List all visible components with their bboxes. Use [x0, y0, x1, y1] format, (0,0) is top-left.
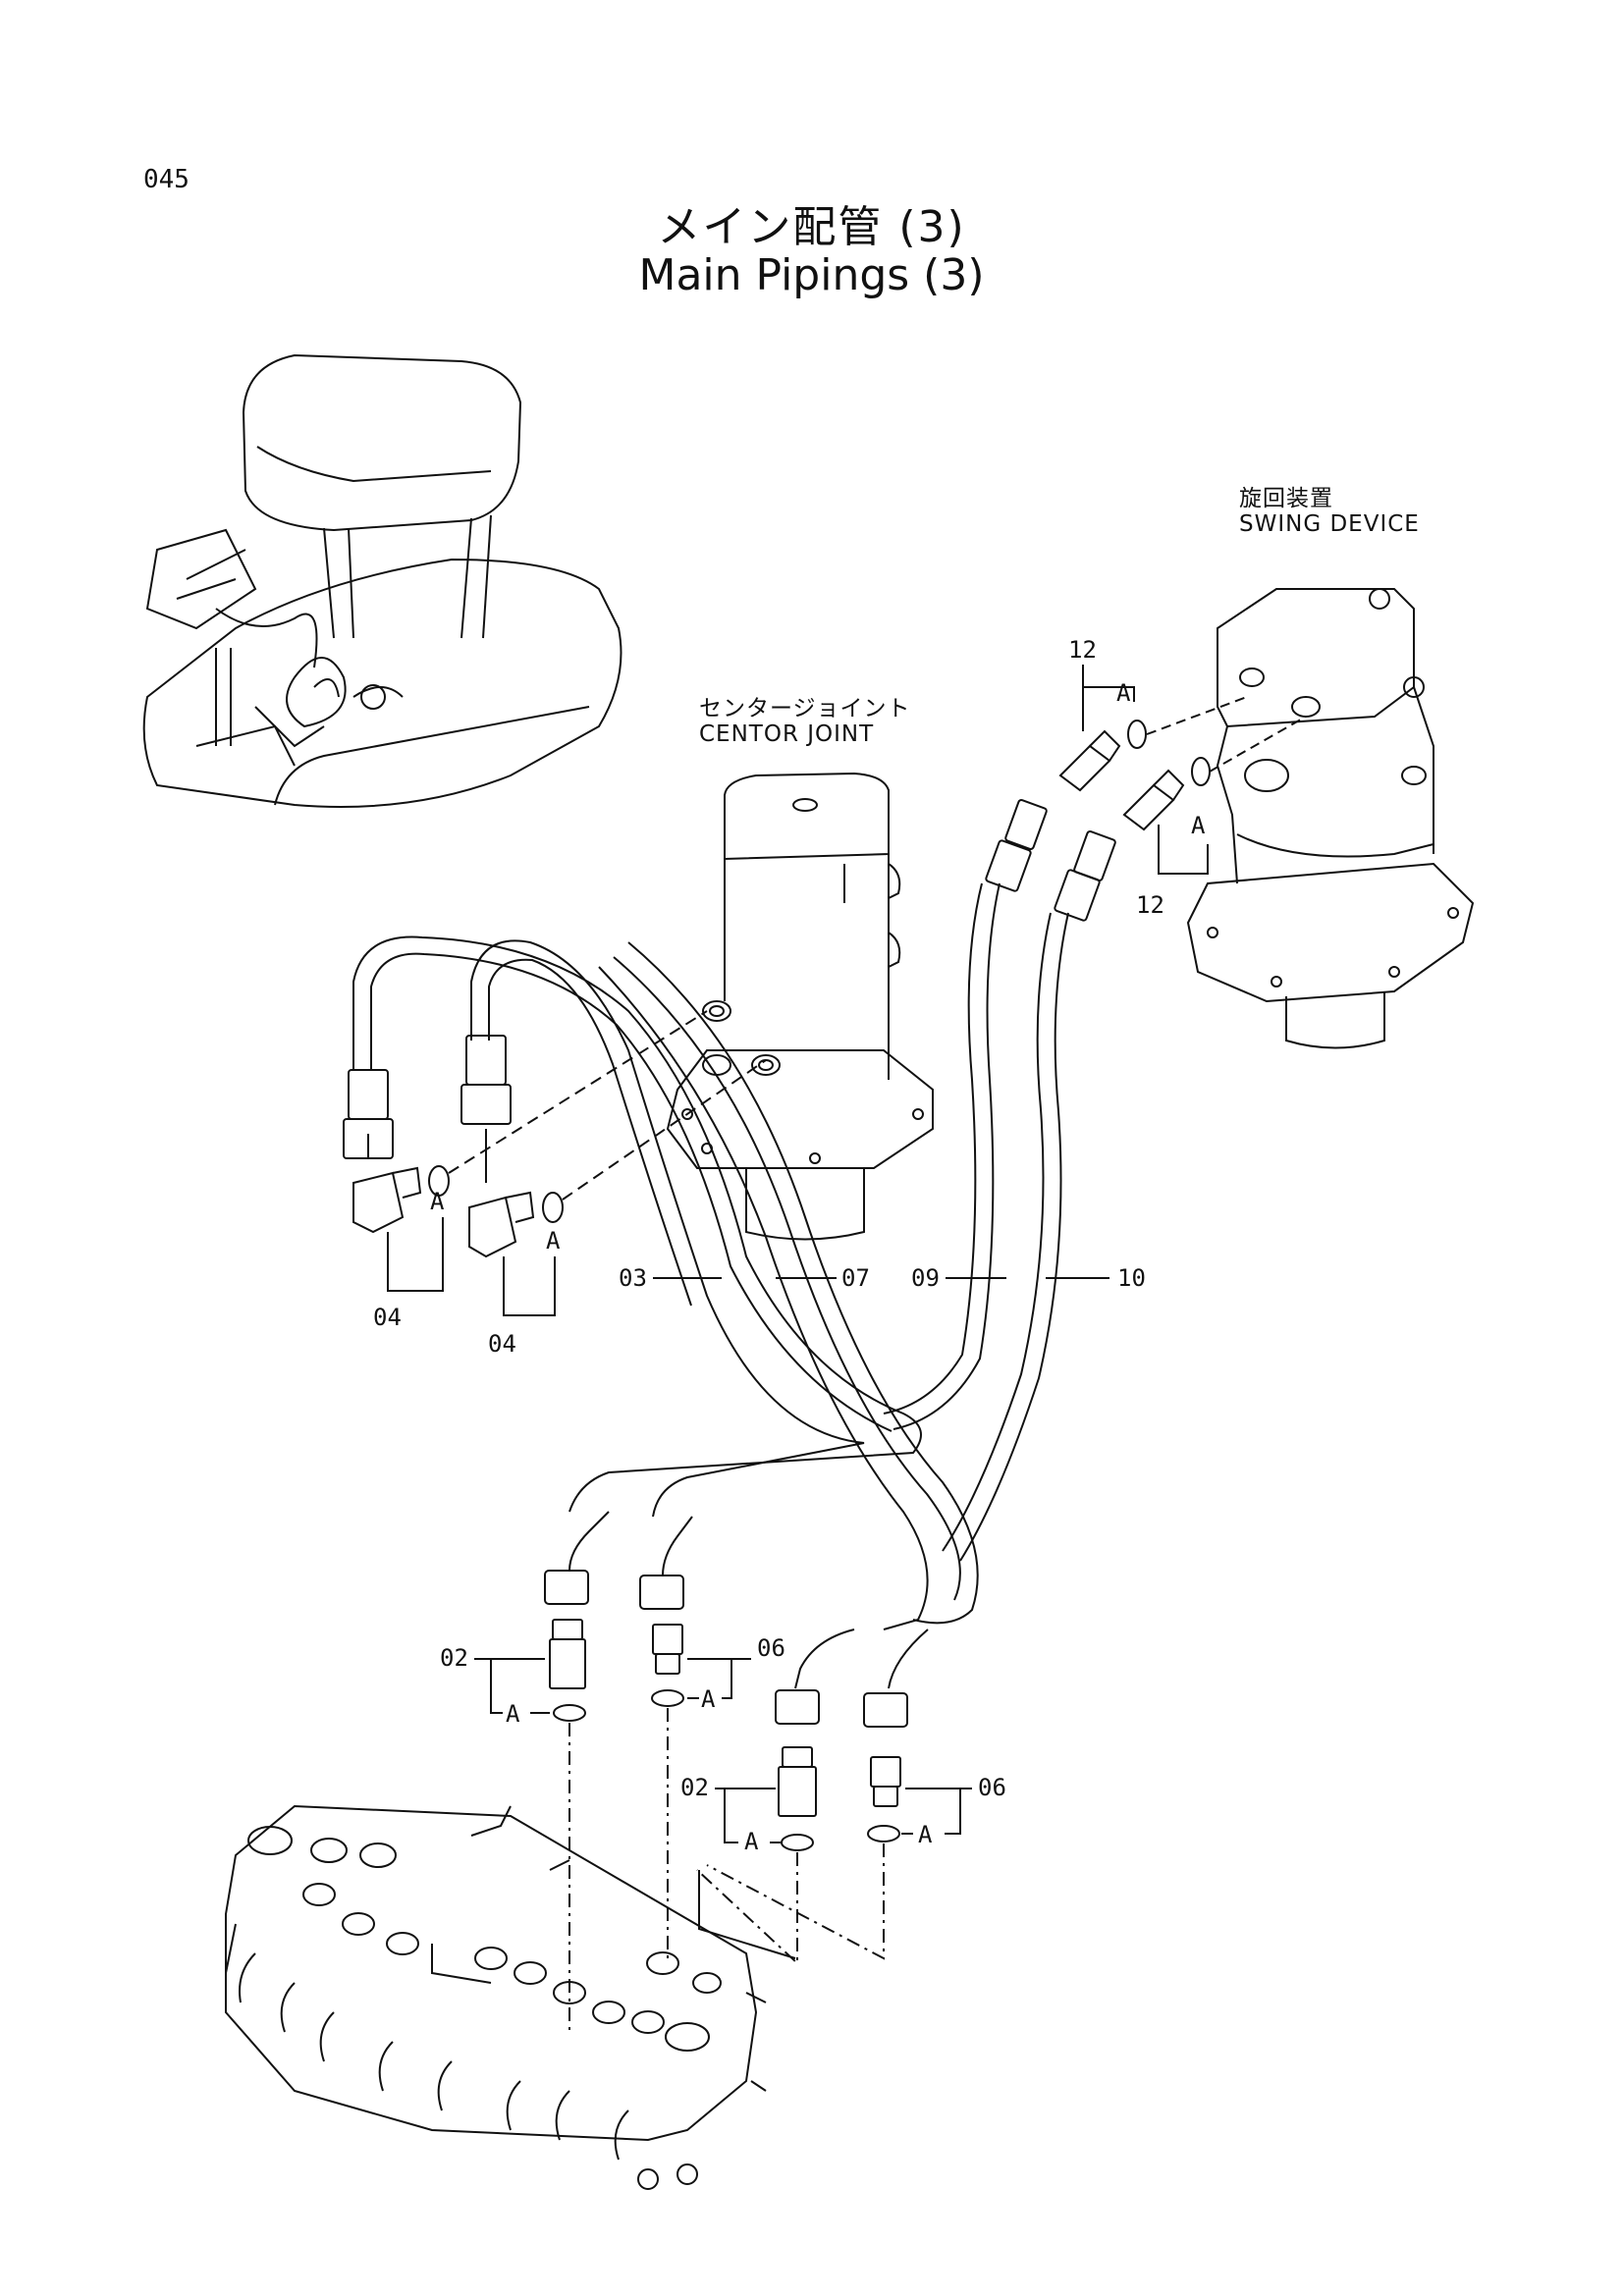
ref-a-06-upper: A [701, 1685, 716, 1713]
part-04-left: 04 [373, 1304, 402, 1331]
lower-fittings [474, 1512, 972, 2032]
title-japanese: メイン配管 (3) [657, 202, 966, 252]
title-english: Main Pipings (3) [638, 250, 985, 300]
hose-03-07 [344, 937, 978, 1629]
part-10: 10 [1117, 1264, 1146, 1292]
excavator-overview-illustration [144, 355, 622, 807]
part-04-right: 04 [488, 1330, 516, 1358]
swing-device-illustration [1188, 589, 1473, 1048]
part-07: 07 [841, 1264, 870, 1292]
part-03: 03 [619, 1264, 647, 1292]
part-02-upper: 02 [440, 1644, 468, 1672]
center-joint-label-jp: センタージョイント [699, 696, 911, 721]
part-12-upper: 12 [1068, 636, 1097, 664]
ref-a-06-lower: A [918, 1821, 933, 1848]
part-06-upper: 06 [757, 1634, 785, 1662]
ref-a-swing-lower: A [1191, 812, 1206, 839]
ref-a-left-2: A [546, 1227, 561, 1255]
hose-09-10 [884, 665, 1306, 1561]
ref-a-02-lower: A [744, 1828, 759, 1855]
part-06-lower: 06 [978, 1774, 1006, 1801]
center-joint-label-en: CENTOR JOINT [699, 721, 875, 747]
elbow-fittings-04 [353, 1011, 766, 1315]
swing-device-label-jp: 旋回装置 [1239, 486, 1333, 511]
part-02-lower: 02 [680, 1774, 709, 1801]
ref-a-02-upper: A [506, 1700, 520, 1728]
control-valve-illustration [226, 1806, 766, 2189]
part-12-lower: 12 [1136, 891, 1164, 919]
part-09: 09 [911, 1264, 940, 1292]
swing-device-label-en: SWING DEVICE [1239, 511, 1420, 537]
page-number: 045 [143, 165, 189, 194]
center-joint-illustration [668, 774, 933, 1240]
